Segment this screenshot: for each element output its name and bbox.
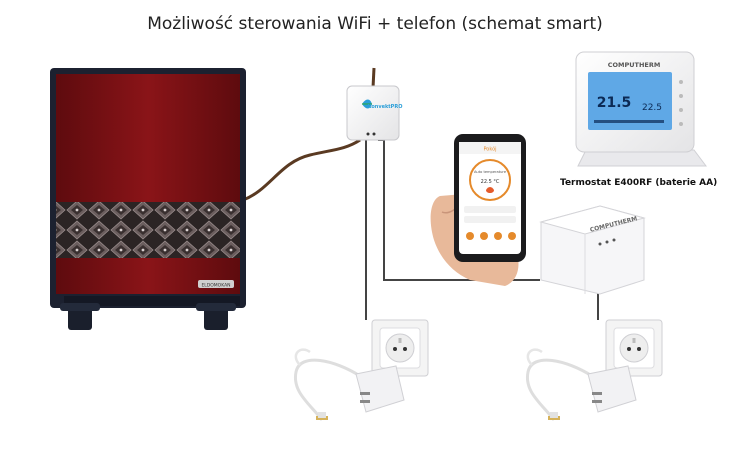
- thermostat-icon: COMPUTHERM 21.5 22.5: [575, 51, 707, 167]
- thermostat-brand: COMPUTHERM: [608, 61, 661, 69]
- power-adapter-icon: [293, 348, 405, 421]
- heater-brand: ELDOMOKAN: [201, 283, 230, 289]
- wifi-module-icon: KonvektPRO: [346, 85, 403, 141]
- wifi-module-brand: KonvektPRO: [368, 104, 403, 110]
- phone-icon: Pokój Auto temperature 22.5 °C: [430, 134, 526, 286]
- thermostat-temp-current: 21.5: [597, 95, 632, 111]
- phone-header: Pokój: [483, 146, 496, 153]
- wires: [242, 67, 599, 320]
- heater-cable: [242, 138, 361, 202]
- thermostat-label: Termostat E400RF (baterie AA): [560, 178, 718, 188]
- socket-icon: [371, 319, 429, 377]
- phone-mode: Auto temperature: [474, 170, 507, 174]
- power-adapter-icon-2: [525, 348, 637, 421]
- receiver-icon: COMPUTHERM: [539, 205, 646, 295]
- thermostat-temp-set: 22.5: [642, 103, 662, 113]
- diagram-title: Możliwość sterowania WiFi + telefon (sch…: [147, 14, 603, 34]
- heater-icon: ELDOMOKAN: [50, 68, 246, 330]
- phone-temp: 22.5 °C: [481, 179, 500, 185]
- module-top-cable: [371, 67, 376, 89]
- socket-icon-2: [605, 319, 663, 377]
